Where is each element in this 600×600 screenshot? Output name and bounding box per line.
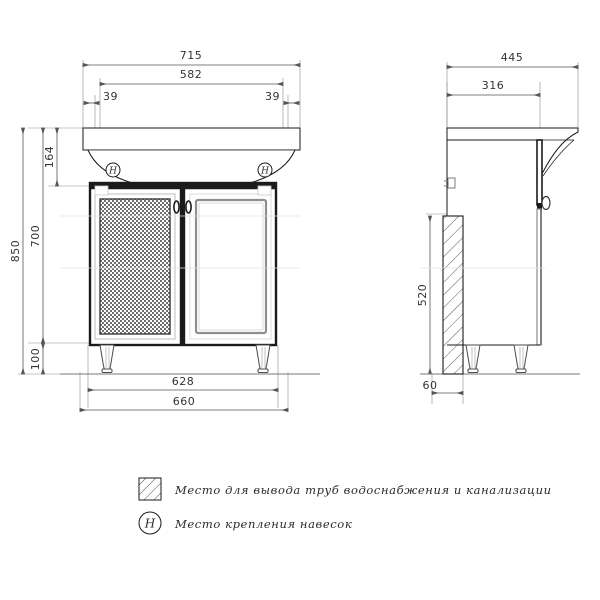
right-door-handle-icon[interactable] (185, 200, 192, 214)
legend-group: Место для вывода труб водоснабжения и ка… (138, 477, 552, 535)
dim-700: 700 (29, 127, 46, 344)
legend-circled-h-symbol (138, 511, 162, 535)
side-view-group: 445 316 520 60 (416, 51, 580, 404)
hinge-plate-right (257, 185, 272, 196)
dim-39-left: 39 (83, 90, 118, 106)
dim-520: 520 (416, 215, 433, 375)
front-extension-lines (18, 60, 301, 412)
side-bracket-icon (444, 177, 456, 189)
dim-39-right-label: 39 (265, 90, 280, 103)
dim-700-label: 700 (29, 225, 42, 248)
dim-100: 100 (29, 342, 46, 375)
left-door-handle-icon[interactable] (173, 200, 180, 214)
dim-715: 715 (82, 49, 301, 68)
dim-316: 316 (446, 79, 541, 98)
right-door-framed-panel[interactable] (189, 193, 272, 340)
side-door-handle-icon[interactable] (541, 195, 551, 211)
dim-445: 445 (446, 51, 579, 70)
dim-660-label: 660 (173, 395, 196, 408)
dim-39-right: 39 (265, 90, 300, 106)
mount-mark-right-letter: H (260, 167, 269, 177)
front-construction-lines (60, 215, 300, 269)
mount-mark-right: H (257, 162, 273, 178)
dim-850-label: 850 (9, 240, 22, 263)
dim-628-label: 628 (172, 375, 195, 388)
dim-445-label: 445 (501, 51, 524, 64)
dim-39-left-label: 39 (103, 90, 118, 103)
mount-mark-left: H (105, 162, 121, 178)
dim-628: 628 (87, 375, 279, 393)
leg-front-right (255, 344, 271, 373)
legend-mounts-text: Место крепления навесок (174, 517, 352, 531)
dim-582-label: 582 (180, 68, 203, 81)
dim-715-label: 715 (180, 49, 203, 62)
left-door-mesh-panel[interactable] (94, 193, 176, 340)
legend-circled-h-letter: H (144, 517, 156, 531)
leg-front-left (99, 344, 115, 373)
dim-660: 660 (79, 395, 289, 413)
pipe-zone-hatch (442, 215, 464, 375)
dim-164-label: 164 (43, 146, 56, 169)
legend-item-mounts: H Место крепления навесок (138, 511, 352, 535)
dim-850: 850 (9, 127, 26, 375)
front-view-group: 715 582 39 39 850 164 700 (9, 49, 320, 413)
dim-164: 164 (43, 127, 60, 187)
leg-side-back (513, 344, 529, 373)
dim-100-label: 100 (29, 348, 42, 371)
washbasin-front (82, 127, 301, 191)
leg-side-front (465, 344, 481, 373)
legend-pipes-text: Место для вывода труб водоснабжения и ка… (174, 483, 552, 497)
dim-520-label: 520 (416, 284, 429, 307)
legend-item-pipes: Место для вывода труб водоснабжения и ка… (138, 477, 552, 501)
dim-582: 582 (99, 68, 284, 87)
legend-hatch-symbol (138, 477, 162, 501)
dim-60: 60 (423, 379, 464, 396)
mount-mark-left-letter: H (108, 167, 117, 177)
dim-316-label: 316 (482, 79, 505, 92)
hinge-plate-left (94, 185, 109, 196)
dim-60-label: 60 (423, 379, 438, 392)
